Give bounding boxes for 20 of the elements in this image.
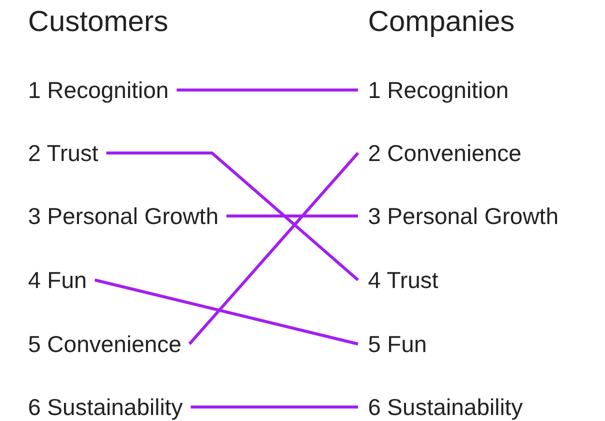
ranked-item: 6 Sustainability: [368, 393, 523, 421]
connector-line: [106, 152, 359, 282]
ranked-item: 2 Trust: [28, 139, 98, 167]
connector-line: [226, 214, 358, 218]
ranked-item: 6 Sustainability: [28, 393, 183, 421]
ranked-item: 3 Personal Growth: [368, 202, 558, 230]
column-heading: Companies: [368, 6, 515, 39]
connector-line: [190, 406, 358, 408]
ranked-item: 5 Fun: [368, 330, 427, 358]
connector-line: [176, 88, 358, 92]
connector-line: [94, 278, 358, 346]
ranked-item: 2 Convenience: [368, 139, 522, 167]
ranked-item: 1 Recognition: [28, 76, 169, 104]
ranked-item: 3 Personal Growth: [28, 202, 218, 230]
connector-line: [188, 152, 360, 345]
ranked-item: 4 Fun: [28, 266, 87, 294]
ranked-item: 5 Convenience: [28, 330, 182, 358]
ranked-item: 4 Trust: [368, 266, 438, 294]
ranked-item: 1 Recognition: [368, 76, 509, 104]
column-heading: Customers: [28, 6, 168, 39]
